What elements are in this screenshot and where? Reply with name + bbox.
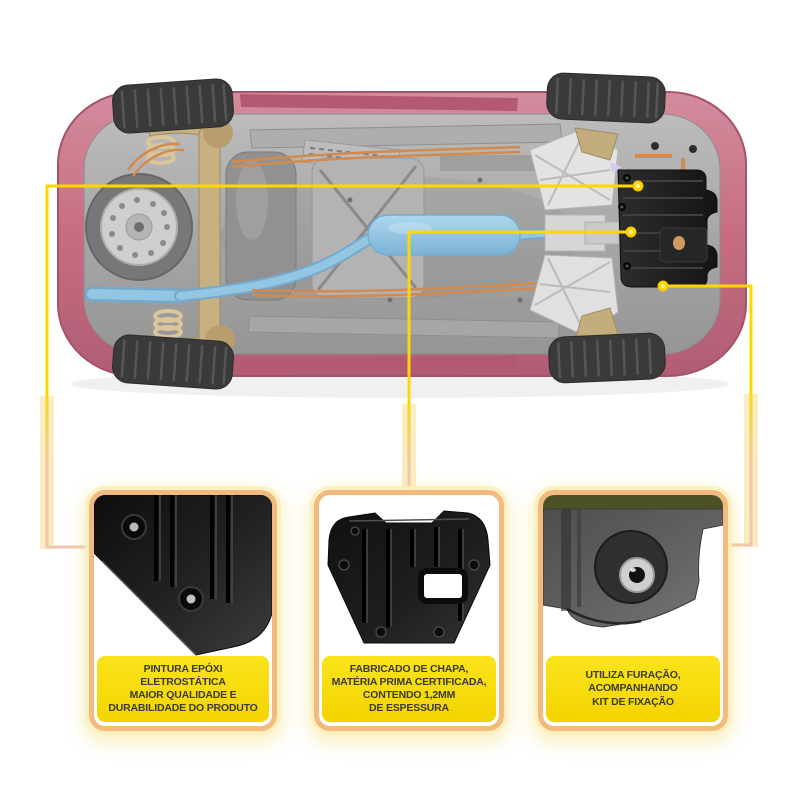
car-underside-photo <box>40 72 758 549</box>
plate-corner-photo <box>94 495 272 657</box>
front-subframe <box>529 127 620 341</box>
callout-lines <box>40 184 758 549</box>
feature-card-material: FABRICADO DE CHAPA, MATÉRIA PRIMA CERTIF… <box>314 490 504 731</box>
tire-bottom-left <box>112 334 234 390</box>
callout-line-3 <box>663 284 753 394</box>
mounting-hole-photo <box>543 495 723 657</box>
full-plate-photo <box>319 495 499 657</box>
spare-wheel <box>85 173 193 281</box>
lavender-marker <box>610 162 622 173</box>
sill-top <box>240 94 518 111</box>
plate-bolts <box>618 174 631 270</box>
skid-plate-installed <box>610 142 718 288</box>
callout-line-1-faded <box>45 392 92 549</box>
callout-line-3-faded <box>726 390 753 547</box>
feature-label-paint: PINTURA EPÓXI ELETROSTÁTICA MAIOR QUALID… <box>97 656 269 722</box>
callout-dots <box>625 180 669 292</box>
sill-bottom <box>240 356 518 373</box>
callout-line-1 <box>45 184 638 396</box>
feature-card-fixing: UTILIZA FURAÇÃO, ACOMPANHANDO KIT DE FIX… <box>538 490 728 731</box>
exhaust-system <box>84 214 635 304</box>
feature-card-paint: PINTURA EPÓXI ELETROSTÁTICA MAIOR QUALID… <box>89 490 277 731</box>
tire-bottom-right <box>548 332 666 384</box>
muffler <box>367 214 521 256</box>
tire-top-right <box>546 72 666 124</box>
tire-top-left <box>112 78 234 134</box>
feature-label-fixing: UTILIZA FURAÇÃO, ACOMPANHANDO KIT DE FIX… <box>546 656 720 722</box>
feature-label-material: FABRICADO DE CHAPA, MATÉRIA PRIMA CERTIF… <box>322 656 496 722</box>
callout-line-2 <box>407 230 631 404</box>
